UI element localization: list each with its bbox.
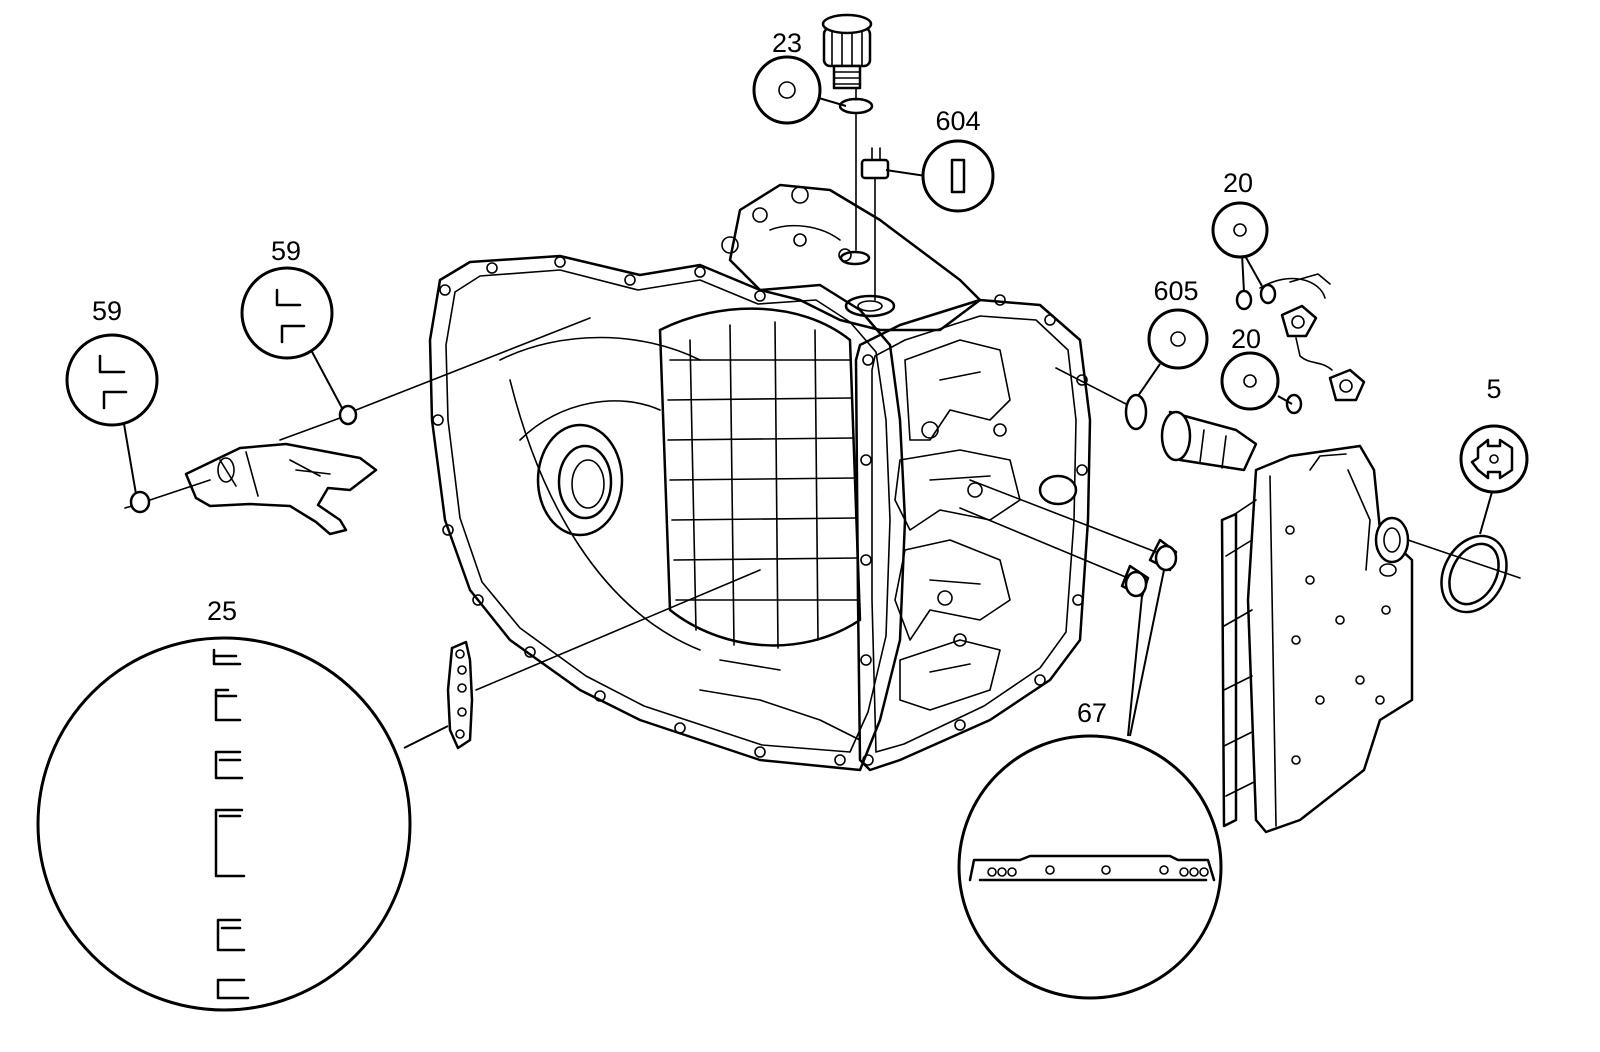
plug-604-part xyxy=(860,147,890,301)
spring-clip-stack-part xyxy=(446,569,761,750)
sensor-20-parts xyxy=(1235,273,1366,415)
callout-59-lower: 59 xyxy=(65,296,159,427)
callout-20-upper-number: 20 xyxy=(1223,168,1253,198)
speed-sensor-part xyxy=(124,317,591,536)
callout-59-upper: 59 xyxy=(240,236,334,360)
callout-23: 23 xyxy=(752,28,822,125)
callout-604-number: 604 xyxy=(935,106,980,136)
callout-604: 604 xyxy=(921,106,995,213)
callout-20-upper: 20 xyxy=(1211,168,1269,259)
callout-605-number: 605 xyxy=(1153,276,1198,306)
callout-25-number: 25 xyxy=(207,596,237,626)
callout-leaders xyxy=(123,95,1493,749)
callout-67: 67 xyxy=(957,698,1223,1000)
callout-67-number: 67 xyxy=(1077,698,1107,728)
seal-5-part xyxy=(1440,534,1508,614)
callout-20-lower: 20 xyxy=(1220,324,1280,411)
callout-23-number: 23 xyxy=(772,28,802,58)
sleeves-67-part xyxy=(959,474,1178,598)
control-module-part xyxy=(1220,444,1521,834)
callout-5: 5 xyxy=(1459,374,1529,494)
callout-20-lower-number: 20 xyxy=(1231,324,1261,354)
callout-59-upper-number: 59 xyxy=(271,236,301,266)
callout-25: 25 xyxy=(36,596,412,1012)
callout-605: 605 xyxy=(1147,276,1209,370)
fill-plug-part xyxy=(821,13,874,251)
callout-5-number: 5 xyxy=(1486,374,1501,404)
callout-59-lower-number: 59 xyxy=(92,296,122,326)
transmission-case xyxy=(428,183,1092,772)
piston-605-part xyxy=(1055,367,1258,472)
